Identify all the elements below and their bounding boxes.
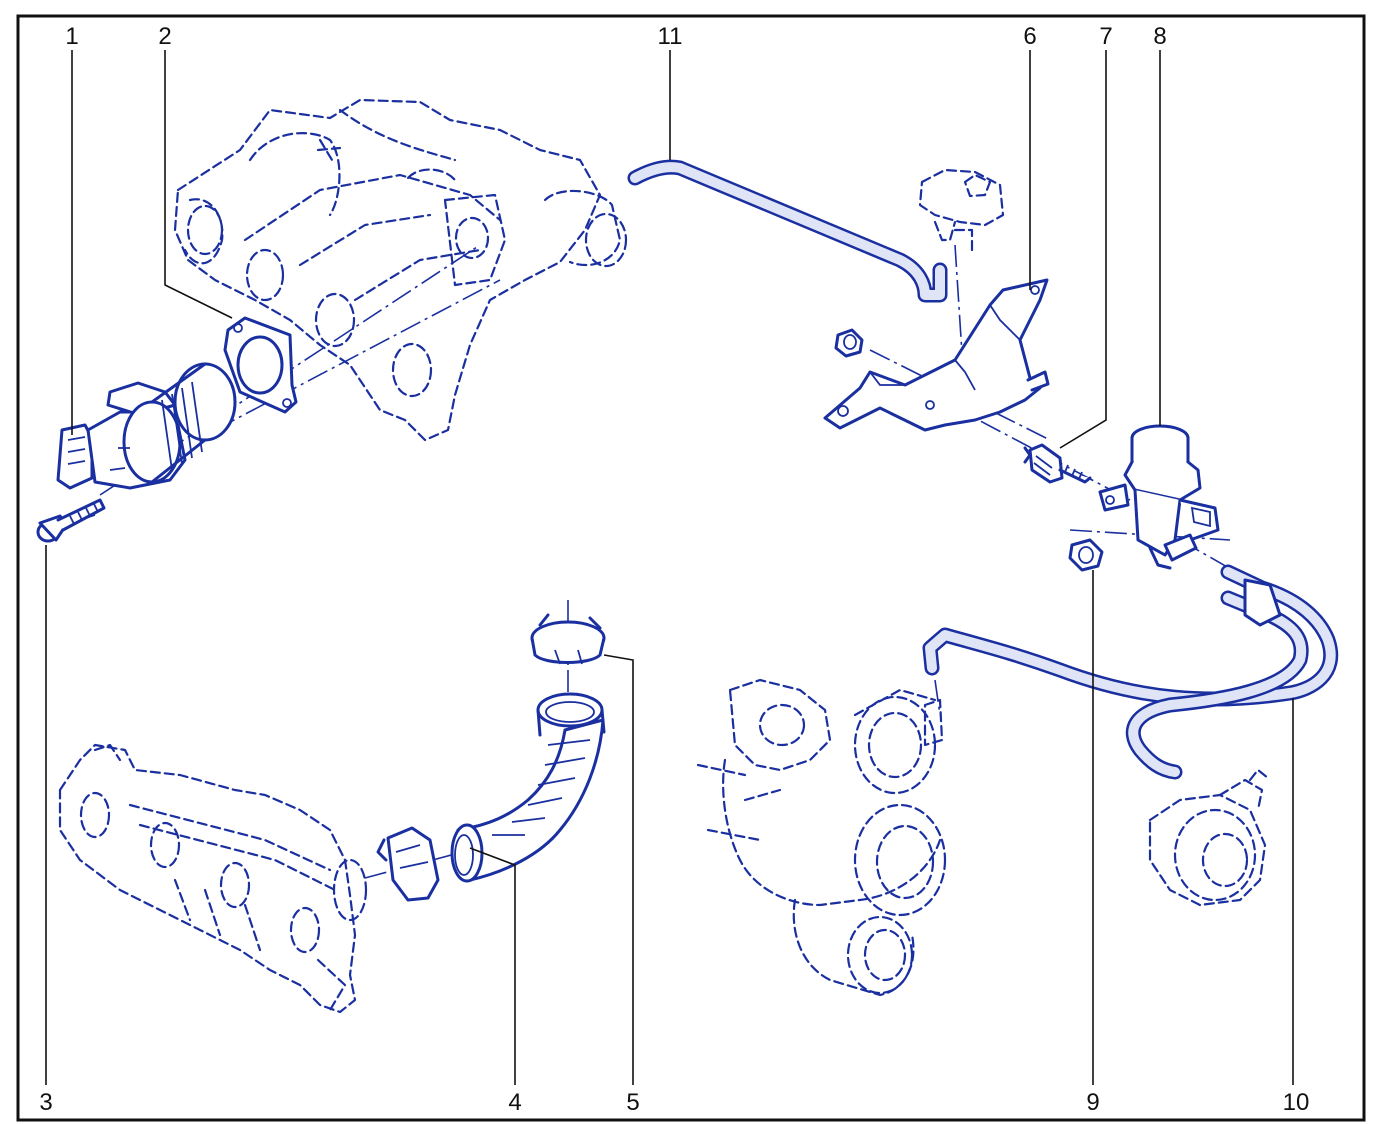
callout-5: 5 xyxy=(626,1089,639,1116)
callout-8: 8 xyxy=(1153,23,1166,50)
pipe-clamp-upper xyxy=(530,613,606,665)
callout-1: 1 xyxy=(65,23,78,50)
hex-nut xyxy=(1068,538,1104,572)
intake-manifold-ghost xyxy=(173,98,628,442)
callout-4: 4 xyxy=(508,1089,521,1116)
callout-11: 11 xyxy=(658,23,683,50)
callout-leaders xyxy=(45,50,1294,1085)
egr-valve xyxy=(56,362,237,490)
callout-10: 10 xyxy=(1283,1089,1310,1116)
callout-3: 3 xyxy=(39,1089,52,1116)
solenoid-valve xyxy=(1098,424,1220,570)
callout-2: 2 xyxy=(158,23,171,50)
callout-6: 6 xyxy=(1023,23,1036,50)
temperature-sensor xyxy=(1023,443,1092,484)
bracket-nut xyxy=(834,328,864,358)
vacuum-hoses xyxy=(922,564,1339,780)
diagram-frame xyxy=(16,14,1366,1122)
callout-7: 7 xyxy=(1099,23,1112,50)
exhaust-manifold-ghost xyxy=(58,743,368,1014)
vacuum-pipe-upper xyxy=(627,159,948,303)
callout-9: 9 xyxy=(1086,1089,1099,1116)
mounting-bolt xyxy=(36,498,106,543)
pressure-sensor-ghost xyxy=(918,168,1005,252)
mounting-bracket xyxy=(823,278,1050,432)
egr-gasket xyxy=(223,316,298,414)
callout-labels: 1 2 3 4 5 6 7 8 9 10 11 xyxy=(39,23,1309,1116)
turbocharger-ghost xyxy=(696,678,947,997)
pipe-clamp-lower xyxy=(376,826,440,902)
egr-pipe xyxy=(450,692,606,883)
vacuum-pump-ghost xyxy=(1148,768,1270,907)
